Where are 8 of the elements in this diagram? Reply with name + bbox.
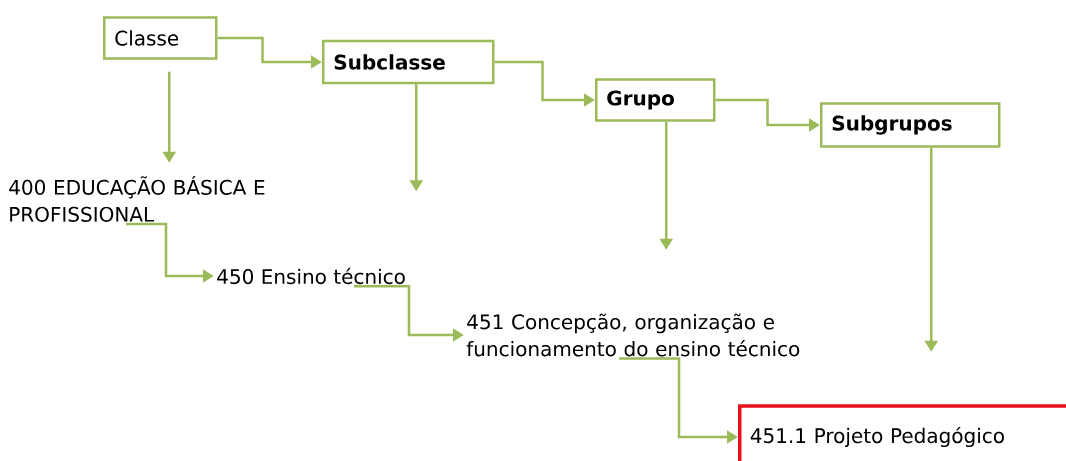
category-box: Subclasse [322, 39, 495, 85]
class-label: 450 Ensino técnico [217, 267, 405, 285]
class-label: 451 Concepção, organização e funcionamento do ensino técnico [466, 313, 800, 357]
category-box: Subgrupos [820, 102, 1001, 148]
category-box: Classe [103, 16, 218, 60]
category-box: Grupo [595, 78, 716, 122]
class-label: 400 EDUCAÇÃO BÁSICA E PROFISSIONAL [9, 176, 265, 222]
highlighted-box: 451.1 Projeto Pedagógico [738, 404, 1066, 461]
